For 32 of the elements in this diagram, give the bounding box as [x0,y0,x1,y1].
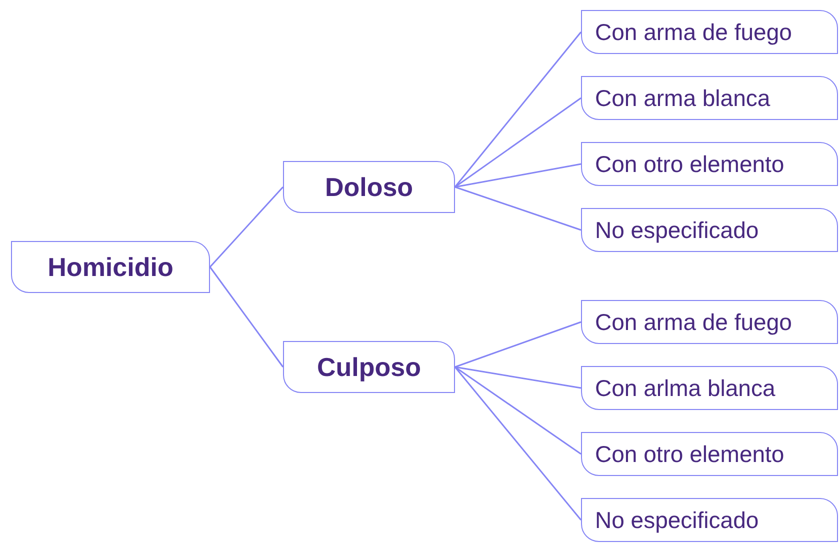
node-label: Con arma blanca [595,84,770,113]
node-label: No especificado [595,216,759,245]
topic-box [11,241,210,293]
connector-line [454,366,582,520]
connector-line [454,97,582,188]
node-label: No especificado [595,506,759,535]
category-box [581,432,838,476]
category-box [581,498,838,542]
category-box [581,76,838,120]
connector-line [454,32,582,188]
node-label: Con otro elemento [595,440,784,469]
node-label: Con otro elemento [595,150,784,179]
category-box [581,142,838,186]
node-label: Doloso [324,170,414,204]
connector-line [454,321,582,368]
node-label: Homicidio [48,250,174,284]
connector-line [454,366,582,389]
category-box [581,366,838,410]
category-box [581,300,838,344]
connector-line [209,186,284,268]
connector-line [209,266,284,368]
connector-line [454,186,582,231]
node-label: Con arlma blanca [595,374,776,403]
topic-box [283,161,455,213]
node-label: Con arma de fuego [595,18,792,47]
connector-line [454,163,582,188]
category-box [581,208,838,252]
category-box [581,10,838,54]
connector-line [454,366,582,455]
node-label: Culposo [317,350,421,384]
topic-box [283,341,455,393]
node-label: Con arma de fuego [595,308,792,337]
